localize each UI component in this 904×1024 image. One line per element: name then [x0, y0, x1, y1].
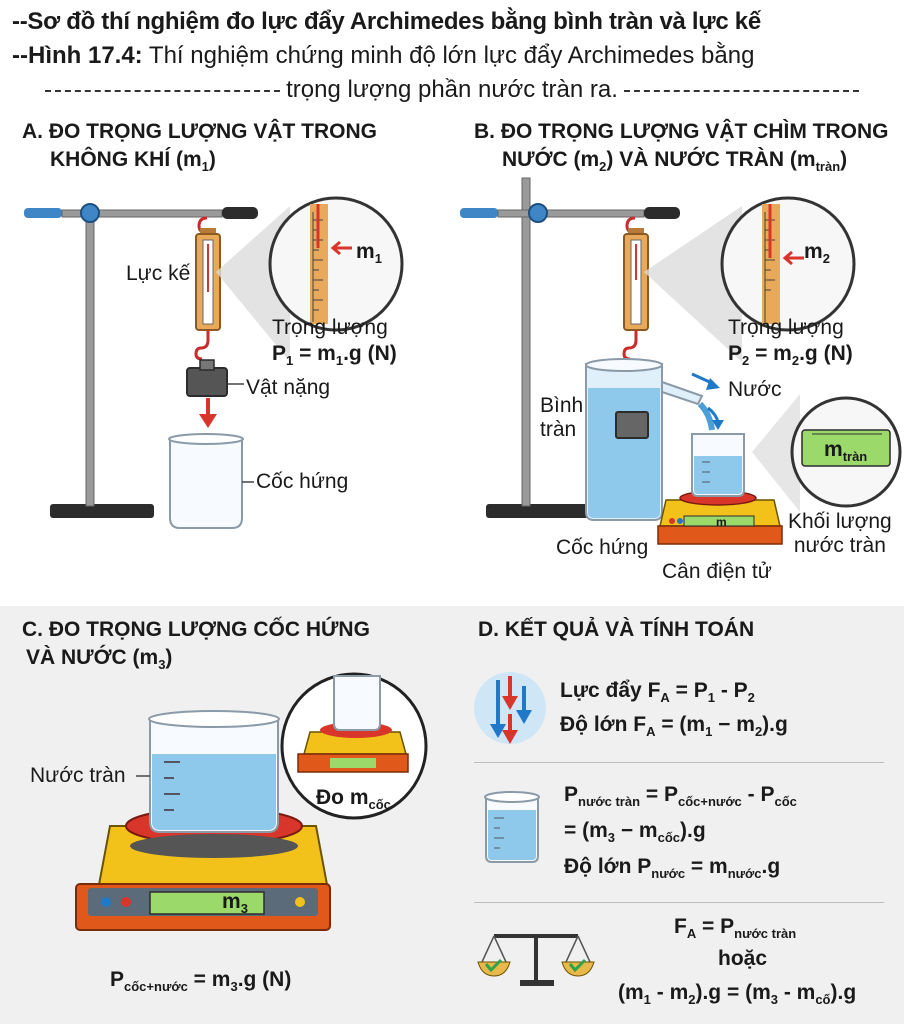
beaker-label-b: Cốc hứng — [556, 536, 649, 559]
header-caption-line3: trọng lượng phần nước tràn ra. — [12, 76, 892, 104]
magnifier-m2-label: m2 — [804, 240, 830, 267]
water-label: Nước — [728, 378, 782, 401]
panel-a-title: A. ĐO TRỌNG LƯỢNG VẬT TRONG KHÔNG KHÍ (m… — [22, 120, 377, 175]
mass-label: Vật nặng — [246, 376, 331, 399]
weight-label-b: Trọng lượng — [728, 316, 844, 339]
header: --Sơ đồ thí nghiệm đo lực đẩy Archimedes… — [0, 0, 904, 110]
magnifier-icon — [720, 196, 856, 332]
header-caption: --Hình 17.4: Thí nghiệm chứng minh độ lớ… — [12, 42, 755, 69]
panel-a: A. ĐO TRỌNG LƯỢNG VẬT TRONG KHÔNG KHÍ (m… — [0, 112, 452, 592]
magnifier-icon — [280, 672, 428, 820]
panel-a-illustration — [24, 196, 404, 529]
retort-stand-icon — [460, 177, 680, 518]
result-row2-line2: = (m3 − mcốc).g — [564, 819, 706, 846]
result-row1-line1: Lực đẩy FA = P1 - P2 — [560, 679, 755, 706]
balance-scale-icon — [477, 934, 595, 986]
formula-p1: P1 = m1.g (N) — [272, 342, 397, 369]
overflow-tank-icon — [585, 358, 724, 521]
beaker-icon — [484, 791, 540, 863]
checkmark-icon — [484, 958, 503, 973]
divider-2 — [474, 902, 884, 903]
panel-d: D. KẾT QUẢ VÀ TÍNH TOÁN — [452, 606, 904, 1024]
panel-d-title: D. KẾT QUẢ VÀ TÍNH TOÁN — [478, 618, 755, 641]
retort-stand-icon — [24, 203, 258, 518]
arrow-down-icon — [199, 398, 217, 428]
beaker-icon — [168, 433, 254, 529]
result-row2-line3: Độ lớn Pnước = mnước.g — [564, 855, 781, 882]
result-row2-line1: Pnước tràn = Pcốc+nước - Pcốc — [564, 783, 797, 810]
panel-c: C. ĐO TRỌNG LƯỢNG CỐC HỨNG VÀ NƯỚC (m3) — [0, 606, 452, 1024]
digital-scale-icon — [657, 433, 783, 545]
force-arrows-icon — [474, 672, 546, 744]
panel-b-illustration — [460, 177, 902, 545]
panel-b: B. ĐO TRỌNG LƯỢNG VẬT CHÌM TRONG NƯỚC (m… — [452, 112, 904, 592]
scale-display-c: m3 — [222, 890, 248, 917]
magnifier-m1-label: m1 — [356, 240, 382, 267]
inset-label: Đo mcốc — [316, 786, 391, 813]
weight-label: Trọng lượng — [272, 316, 388, 339]
checkmark-icon — [568, 958, 587, 973]
divider-1 — [474, 762, 884, 763]
panel-c-title: C. ĐO TRỌNG LƯỢNG CỐC HỨNG VÀ NƯỚC (m3) — [22, 618, 370, 673]
magnifier-icon — [790, 396, 902, 508]
formula-p2: P2 = m2.g (N) — [728, 342, 853, 369]
scale-label: Cân điện tử — [662, 560, 772, 583]
beaker-label: Cốc hứng — [256, 470, 349, 493]
result-row3-line1: FA = Pnước tràn — [674, 915, 797, 942]
formula-p3: Pcốc+nước = m3.g (N) — [110, 968, 292, 995]
spring-scale-label: Lực kế — [126, 262, 191, 285]
header-title: --Sơ đồ thí nghiệm đo lực đẩy Archimedes… — [12, 8, 761, 35]
result-row1-line2: Độ lớn FA = (m1 − m2).g — [560, 713, 788, 740]
hanging-weight-icon — [186, 359, 244, 397]
panel-c-illustration — [75, 672, 428, 931]
magnifier-icon — [268, 196, 404, 332]
result-row3-line3: (m1 - m2).g = (m3 - mcố).g — [618, 981, 857, 1008]
panel-d-illustration — [474, 672, 595, 986]
magnifier-mtran-label: mtràn — [824, 438, 868, 465]
water-label-c: Nước tràn — [30, 764, 126, 787]
beaker-icon — [136, 710, 280, 833]
scale-display-b: m — [716, 515, 727, 529]
spring-scale-icon — [194, 216, 221, 361]
panel-b-title: B. ĐO TRỌNG LƯỢNG VẬT CHÌM TRONG NƯỚC (m… — [474, 120, 889, 175]
result-row3-line2: hoặc — [718, 947, 768, 970]
